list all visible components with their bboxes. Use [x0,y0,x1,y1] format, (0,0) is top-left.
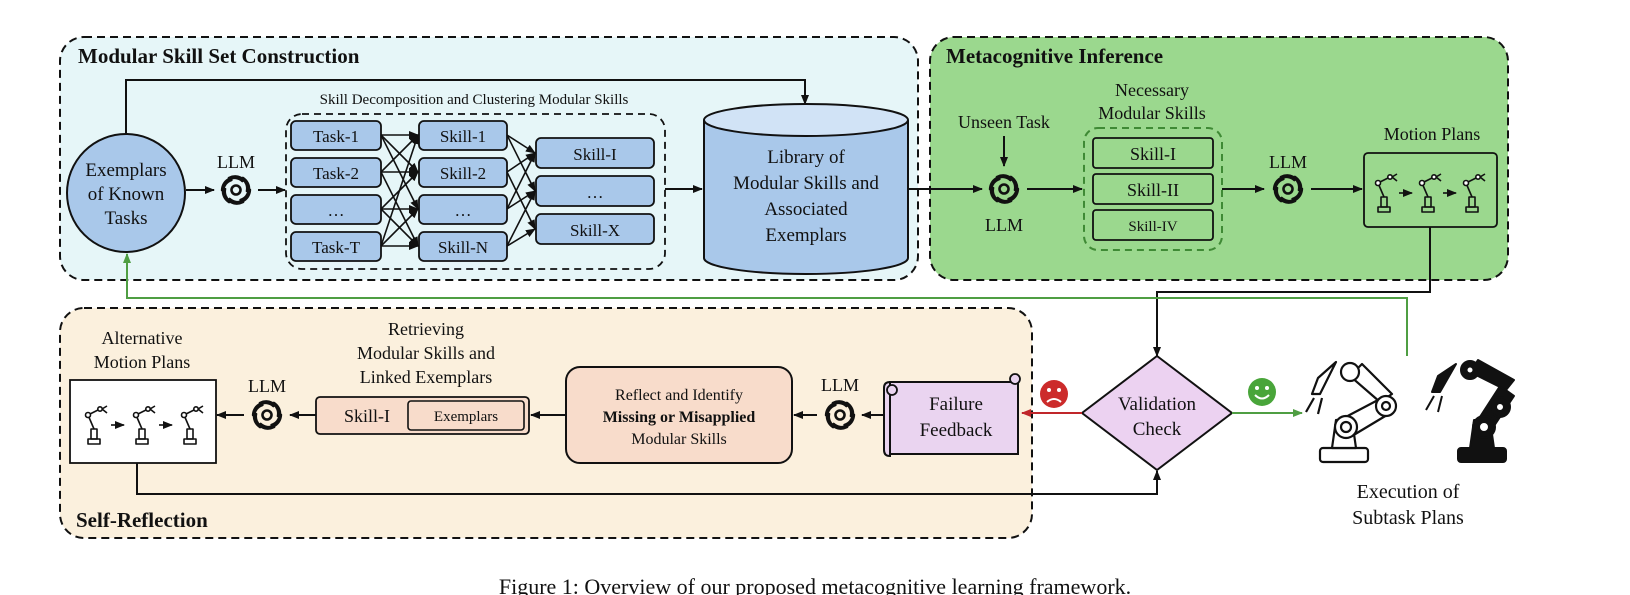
alt-plans-label-line1: Alternative [102,328,183,348]
skill-label: Skill-2 [440,164,486,183]
necessary-skill-label: Skill-IV [1128,219,1177,235]
retrieving-label-line3: Linked Exemplars [360,367,492,387]
llm-label-1: LLM [217,152,255,172]
retrieving-label-line1: Retrieving [388,319,464,339]
skill-label: Skill-1 [440,127,486,146]
reflect-label-line2: Missing or Misapplied [603,409,756,426]
success-feedback-line [123,253,1408,356]
cluster-box [535,175,655,207]
motion-plans-box [1363,152,1498,228]
self-reflection-section-title: Self-Reflection [76,508,208,532]
robot-arm-outline-icon [1305,360,1398,464]
necessary-skill-box [1092,173,1214,205]
necessary-title-line2: Modular Skills [1098,103,1206,123]
figure-caption: Figure 1: Overview of our proposed metac… [499,574,1131,595]
skill-list: Skill-1 Skill-2 … Skill-N [418,120,508,262]
alt-plans-to-validation-arrow [136,463,1161,495]
library-label-line1: Library of [767,147,845,168]
unseen-task-label: Unseen Task [958,112,1050,132]
linked-exemplars-box [407,400,525,431]
cluster-label: … [587,183,604,202]
decomposition-title: Skill Decomposition and Clustering Modul… [320,92,629,108]
skill-box [418,194,508,225]
cluster-box [535,137,655,169]
reflect-label-line3: Modular Skills [631,431,727,448]
llm-label-5: LLM [248,376,286,396]
retrieved-skill-label: Skill-I [344,406,390,426]
cluster-label: Skill-I [573,145,617,164]
validation-label-line2: Check [1133,419,1182,440]
cluster-box [535,213,655,245]
validation-label-line1: Validation [1118,394,1197,415]
failure-feedback-scroll [883,373,1021,458]
llm-label-3: LLM [1269,152,1307,172]
modular-section-title: Modular Skill Set Construction [78,44,360,68]
task-list: Task-1 Task-2 … Task-T [290,120,382,262]
skill-label: … [455,201,472,220]
necessary-skills-container [1083,127,1223,251]
cluster-list: Skill-I … Skill-X [535,137,655,245]
necessary-title-line1: Necessary [1115,80,1189,100]
decomposition-container [285,113,666,270]
library-label-line3: Associated [764,199,848,220]
llm-label-4: LLM [821,375,859,395]
necessary-skill-label: Skill-II [1127,180,1179,200]
exemplars-to-library-arrow [125,79,809,134]
library-label-line2: Modular Skills and [733,173,879,194]
necessary-skill-box [1092,137,1214,169]
linked-exemplars-label: Exemplars [434,409,498,425]
skill-cluster-connections [506,134,536,247]
llm-label-2: LLM [985,215,1023,235]
self-reflection-section [59,307,1033,539]
failure-label-line1: Failure [929,394,983,415]
necessary-skill-box [1092,209,1214,241]
exemplars-label-line2: of Known [88,184,165,205]
exemplars-label-line1: Exemplars [85,160,166,181]
task-label: Task-T [312,238,361,257]
skill-label: Skill-N [438,238,488,257]
cluster-label: Skill-X [570,221,620,240]
happy-face-icon [1248,378,1276,406]
task-label: … [328,201,345,220]
failure-label-line2: Feedback [920,420,993,441]
reflect-label-line1: Reflect and Identify [615,387,743,404]
task-label: Task-1 [313,127,359,146]
execution-label-line1: Execution of [1357,481,1460,503]
execution-label-line2: Subtask Plans [1352,507,1464,529]
metacognitive-section-title: Metacognitive Inference [946,44,1163,68]
alt-plans-label-line2: Motion Plans [94,352,191,372]
exemplars-label-line3: Tasks [104,208,147,229]
robot-arm-solid-icon [1425,359,1515,463]
motion-plans-label: Motion Plans [1384,124,1481,144]
sad-face-icon [1040,380,1068,408]
skill-box [418,231,508,262]
task-skill-connections [380,131,419,250]
necessary-skill-label: Skill-I [1130,144,1176,164]
retrieving-label-line2: Modular Skills and [357,343,495,363]
skill-library-database [703,103,909,275]
task-label: Task-2 [313,164,359,183]
motion-to-validation-arrow [1153,227,1431,357]
alt-motion-plans-box [69,379,217,464]
library-label-line4: Exemplars [765,225,846,246]
